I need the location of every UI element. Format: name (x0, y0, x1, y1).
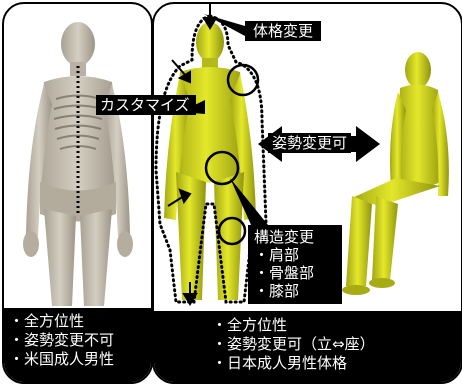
standing-dummy-figure (164, 22, 256, 300)
body-size-change-label: 体格変更 (245, 21, 321, 41)
seated-dummy-figure (342, 52, 449, 295)
posture-change-label: 姿勢変更可 (268, 133, 351, 153)
structure-item-shoulder: ・肩部 (254, 246, 336, 264)
customize-label: カスタマイズ (96, 95, 196, 115)
structure-change-box: 構造変更 ・肩部 ・骨盤部 ・膝部 (248, 225, 342, 304)
structure-change-title: 構造変更 (254, 228, 336, 246)
structure-item-knee: ・膝部 (254, 282, 336, 300)
structure-item-pelvis: ・骨盤部 (254, 264, 336, 282)
